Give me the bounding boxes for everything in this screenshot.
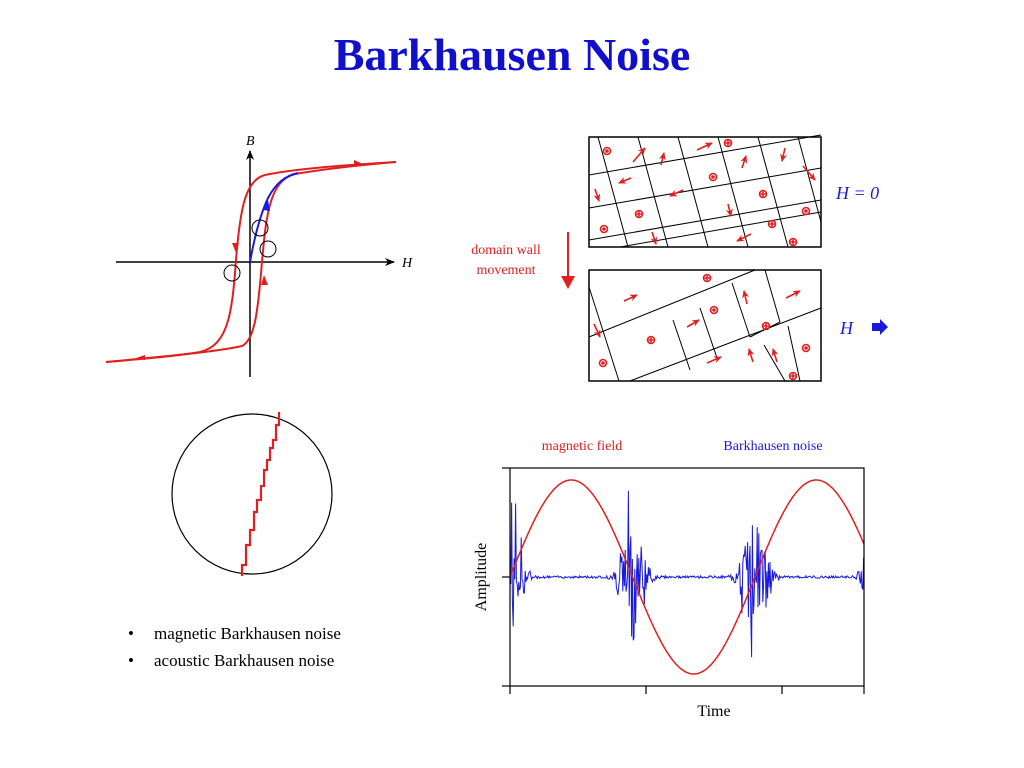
right-arrow-icon [872,319,888,335]
loop-arrow-upper-right [354,160,363,167]
magnetic-field-series [510,479,864,675]
dot-symbol [708,172,718,182]
b-axis-label: B [246,134,255,149]
domain-wall-label-line1: domain wall [471,243,541,258]
dot-symbol [801,343,811,353]
loop-arrow-lower-left [136,355,145,360]
loop-arrow-down [232,243,239,253]
dot-symbol [598,358,608,368]
magnetization-arrows [593,142,816,245]
legend-barkhausen-noise: Barkhausen noise [723,439,822,454]
legend-magnetic-field: magnetic field [542,439,622,454]
barkhausen-noise-series [510,490,864,658]
magnifier-circle [171,413,333,575]
cross-symbol [767,219,777,229]
hysteresis-lower-branch [105,161,397,363]
plot-series [510,479,864,675]
magnified-step-view [171,412,333,576]
zoom-marker-circle [223,264,241,282]
state-label-h0: H = 0 [835,183,879,203]
domain-panel-h-applied: H [588,269,888,382]
zoom-marker-circle [251,219,269,237]
dot-symbol [801,206,811,216]
signal-plot: magnetic field Barkhausen noise Amplitud… [473,439,865,720]
magnetization-arrows [593,290,801,364]
domain-wall-movement-indicator: domain wall movement [471,232,575,289]
bullet-item: acoustic Barkhausen noise [128,651,341,671]
cross-symbol [702,273,712,283]
state-label-h: H [839,318,854,338]
domain-panel-h0: H = 0 [588,134,879,248]
zoom-marker-circle [259,240,277,258]
axis-ticks [502,467,865,694]
virgin-curve-arrow [263,200,270,211]
h-axis-label: H [401,256,413,271]
cross-symbol [646,335,656,345]
bullet-list: magnetic Barkhausen noise acoustic Barkh… [128,624,341,678]
barkhausen-steps [240,412,281,576]
cross-symbol [761,321,771,331]
initial-magnetization-curve [249,172,299,263]
cross-symbol [723,138,733,148]
domain-panel-frame [588,269,822,382]
hysteresis-diagram: B H [105,134,413,377]
x-axis-label: Time [697,703,730,720]
loop-arrow-up [261,275,268,285]
cross-symbol [758,189,768,199]
dot-symbol [599,224,609,234]
y-axis-label: Amplitude [473,543,490,611]
cross-symbol [634,209,644,219]
page-title: Barkhausen Noise [333,29,691,80]
dot-symbol [602,146,612,156]
cross-symbol [788,237,798,247]
down-arrow-head-icon [561,276,575,289]
cross-symbol [788,371,798,381]
bullet-item: magnetic Barkhausen noise [128,624,341,644]
domain-wall-label-line2: movement [476,263,535,278]
dot-symbol [709,305,719,315]
